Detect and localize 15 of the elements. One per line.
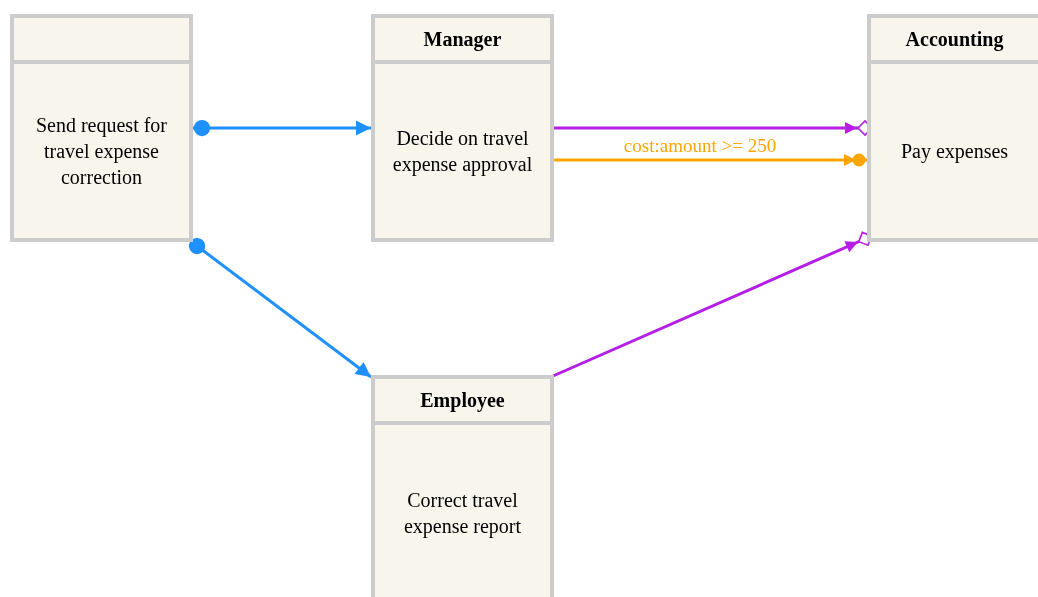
arrow [188,237,372,379]
lane-heading: Accounting [905,27,1004,51]
arrow [192,119,371,137]
arrow [553,153,867,167]
arrow [552,231,873,378]
lane-heading: Employee [420,388,505,412]
lane-heading: Manager [423,27,502,51]
swimlane-box [867,14,1038,242]
swimlane-box [371,14,554,242]
task-text: Correct travel expense report [402,488,523,539]
task-text: Pay expenses [900,139,1009,164]
task-text: Decide on travel expense approval [391,126,534,177]
swimlane-box [10,14,193,242]
task-text: Send request for travel expense correction [34,113,169,190]
swimlane-box [371,375,554,597]
